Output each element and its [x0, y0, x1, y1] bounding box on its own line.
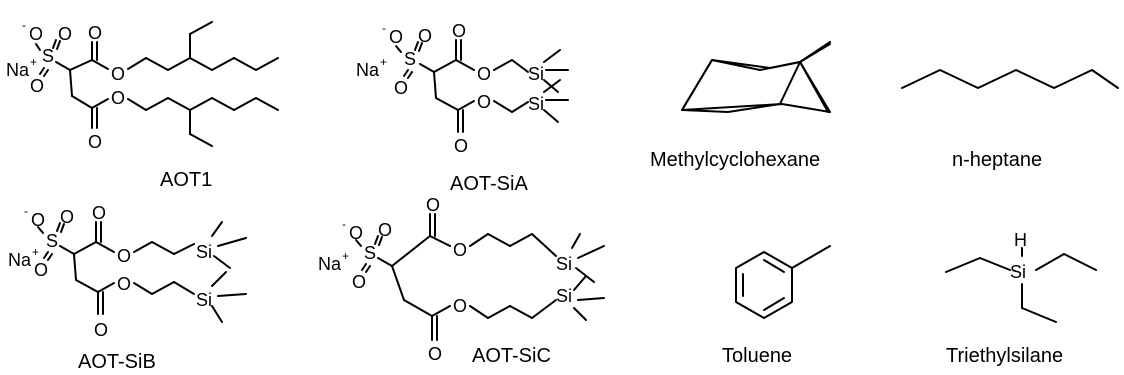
caption-triethylsilane: Triethylsilane	[946, 345, 1063, 367]
atom-o: O	[452, 21, 466, 41]
structure-aot1: O - O S O Na + O O O O AOT1	[6, 18, 279, 191]
atom-o: O	[30, 76, 44, 96]
atom-na: Na	[356, 60, 380, 80]
structure-aot-sib: O - O S O Na + O O Si O Si O AOT-SiB	[8, 203, 247, 373]
atom-o: O	[111, 88, 125, 108]
atom-charge-minus: -	[22, 18, 26, 32]
structure-aot-sic: O - O S O Na + O O Si O Si O AOT-SiC	[318, 195, 605, 367]
atom-si: Si	[196, 242, 212, 262]
atom-na: Na	[8, 250, 32, 270]
caption-toluene: Toluene	[722, 345, 792, 367]
atom-o: O	[426, 195, 440, 215]
atom-charge-minus: -	[24, 204, 28, 218]
atom-o: O	[94, 320, 108, 340]
caption-n-heptane: n-heptane	[952, 149, 1042, 171]
atom-o: O	[477, 64, 491, 84]
atom-o: O	[453, 296, 467, 316]
atom-charge-minus: -	[342, 217, 346, 231]
atom-o: O	[117, 274, 131, 294]
atom-si: Si	[556, 286, 572, 306]
atom-na: Na	[6, 60, 30, 80]
atom-charge-plus: +	[30, 55, 37, 69]
atom-charge-plus: +	[380, 55, 387, 69]
atom-o: O	[31, 210, 45, 230]
atom-o: O	[454, 136, 468, 156]
atom-o: O	[418, 26, 432, 46]
atom-o: O	[60, 207, 74, 227]
atom-o: O	[58, 24, 72, 44]
atom-si: Si	[528, 64, 544, 84]
structure-toluene: Toluene	[722, 245, 831, 367]
atom-o: O	[88, 132, 102, 152]
atom-o: O	[92, 203, 106, 223]
atom-o: O	[352, 272, 366, 292]
atom-si: Si	[528, 94, 544, 114]
atom-charge-plus: +	[342, 249, 349, 263]
structure-triethylsilane: H Si Triethylsilane	[945, 230, 1097, 367]
atom-o: O	[349, 223, 363, 243]
caption-aot1: AOT1	[160, 169, 212, 191]
atom-charge-minus: -	[382, 21, 386, 35]
atom-s: S	[46, 231, 58, 251]
atom-o: O	[428, 344, 442, 364]
atom-o: O	[389, 27, 403, 47]
atom-o: O	[117, 246, 131, 266]
atom-s: S	[364, 243, 376, 263]
atom-o: O	[111, 64, 125, 84]
atom-o: O	[477, 92, 491, 112]
structure-n-heptane: n-heptane	[901, 69, 1119, 171]
caption-aot-sia: AOT-SiA	[450, 173, 528, 195]
atom-si: Si	[556, 254, 572, 274]
atom-charge-plus: +	[32, 245, 39, 259]
atom-o: O	[29, 24, 43, 44]
atom-s: S	[404, 49, 416, 69]
caption-aot-sib: AOT-SiB	[78, 351, 156, 373]
structure-methylcyclohexane: Methylcyclohexane	[650, 41, 831, 171]
atom-na: Na	[318, 254, 342, 274]
atom-s: S	[42, 46, 54, 66]
atom-si: Si	[196, 290, 212, 310]
caption-methylcyclohexane: Methylcyclohexane	[650, 149, 820, 171]
atom-o: O	[378, 220, 392, 240]
structure-aot-sia: O - O S O Na + O O Si O Si O AOT-SiA	[356, 21, 569, 195]
atom-o: O	[394, 78, 408, 98]
atom-h: H	[1014, 230, 1027, 250]
atom-o: O	[88, 23, 102, 43]
caption-aot-sic: AOT-SiC	[472, 345, 551, 367]
atom-o: O	[453, 240, 467, 260]
atom-o: O	[34, 260, 48, 280]
atom-si: Si	[1010, 262, 1026, 282]
